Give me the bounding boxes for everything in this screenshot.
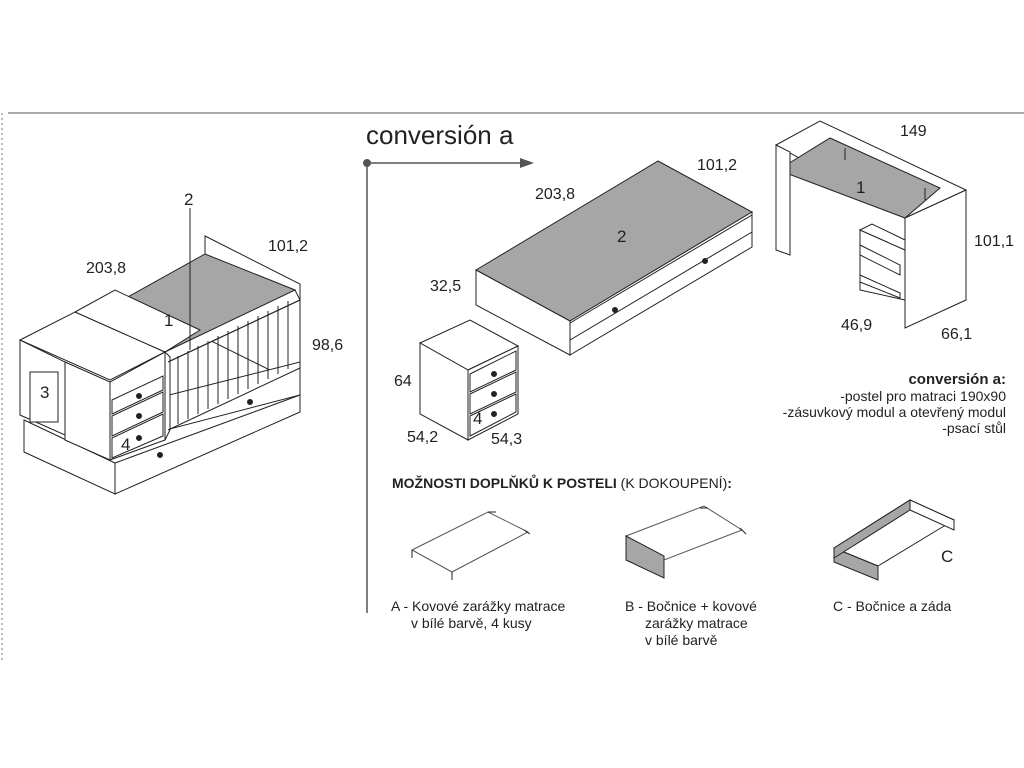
option-a-caption: A - Kovové zarážky matrace v bílé barvě,… (391, 598, 565, 632)
options-heading: MOŽNOSTI DOPLŇKŮ K POSTELI (K DOKOUPENÍ)… (392, 475, 732, 491)
desk-width-dim: 149 (900, 123, 927, 140)
desk-label-1: 1 (856, 178, 865, 197)
option-a-caption-line: A - Kovové zarážky matrace (391, 598, 566, 614)
desk-depth2-dim: 66,1 (941, 326, 972, 343)
conversion-list-item: -psací stůl (942, 420, 1006, 436)
chest-height-dim: 64 (394, 373, 412, 390)
bed-width-dim: 101,2 (697, 157, 737, 174)
option-c-caption: C - Bočnice a záda (833, 598, 951, 615)
conversion-list-item: -zásuvkový modul a otevřený modul (782, 404, 1006, 420)
option-b-caption-line: B - Bočnice + kovové (625, 598, 757, 614)
conversion-list-item: -postel pro matraci 190x90 (840, 388, 1006, 404)
conversion-arrow (363, 158, 534, 613)
convertible-crib-drawing (18, 208, 301, 495)
options-heading-normal: (K DOKOUPENÍ) (620, 475, 728, 491)
crib-label-2: 2 (184, 190, 193, 209)
option-b-drawing (624, 505, 747, 579)
crib-width-dim: 101,2 (268, 238, 308, 255)
chest-depth-dim: 54,3 (491, 431, 522, 448)
option-c-drawing (832, 499, 956, 581)
crib-label-1: 1 (164, 311, 173, 330)
bed-length-dim: 203,8 (535, 186, 575, 203)
option-a-drawing (410, 511, 531, 580)
bed-drawing (474, 160, 754, 356)
conversion-title: conversión a (366, 120, 514, 150)
option-b-caption: B - Bočnice + kovové zarážky matrace v b… (625, 598, 757, 649)
drawer-chest-drawing (418, 319, 520, 441)
chest-label-4: 4 (473, 409, 482, 428)
option-b-caption-line: zarážky matrace (645, 615, 748, 631)
crib-label-3: 3 (40, 383, 49, 402)
desk-drawing (774, 120, 968, 329)
crib-label-4: 4 (121, 435, 130, 454)
conversion-list: conversión a: -postel pro matraci 190x90… (783, 371, 1006, 436)
options-heading-bold: MOŽNOSTI DOPLŇKŮ K POSTELI (392, 475, 617, 491)
option-c-label: C (941, 547, 953, 566)
conversion-list-title: conversión a: (908, 371, 1006, 388)
desk-height-dim: 101,1 (974, 233, 1014, 250)
options-heading-colon: : (727, 475, 732, 491)
bed-height-dim: 32,5 (430, 278, 461, 295)
crib-height-dim: 98,6 (312, 337, 343, 354)
crib-length-dim: 203,8 (86, 260, 126, 277)
option-c-caption-line: C - Bočnice a záda (833, 598, 952, 614)
option-b-caption-line: v bílé barvě (645, 632, 718, 648)
desk-depth-dim: 46,9 (841, 317, 872, 334)
bed-label-2: 2 (617, 227, 626, 246)
option-a-caption-line: v bílé barvě, 4 kusy (411, 615, 532, 631)
chest-width-dim: 54,2 (407, 429, 438, 446)
